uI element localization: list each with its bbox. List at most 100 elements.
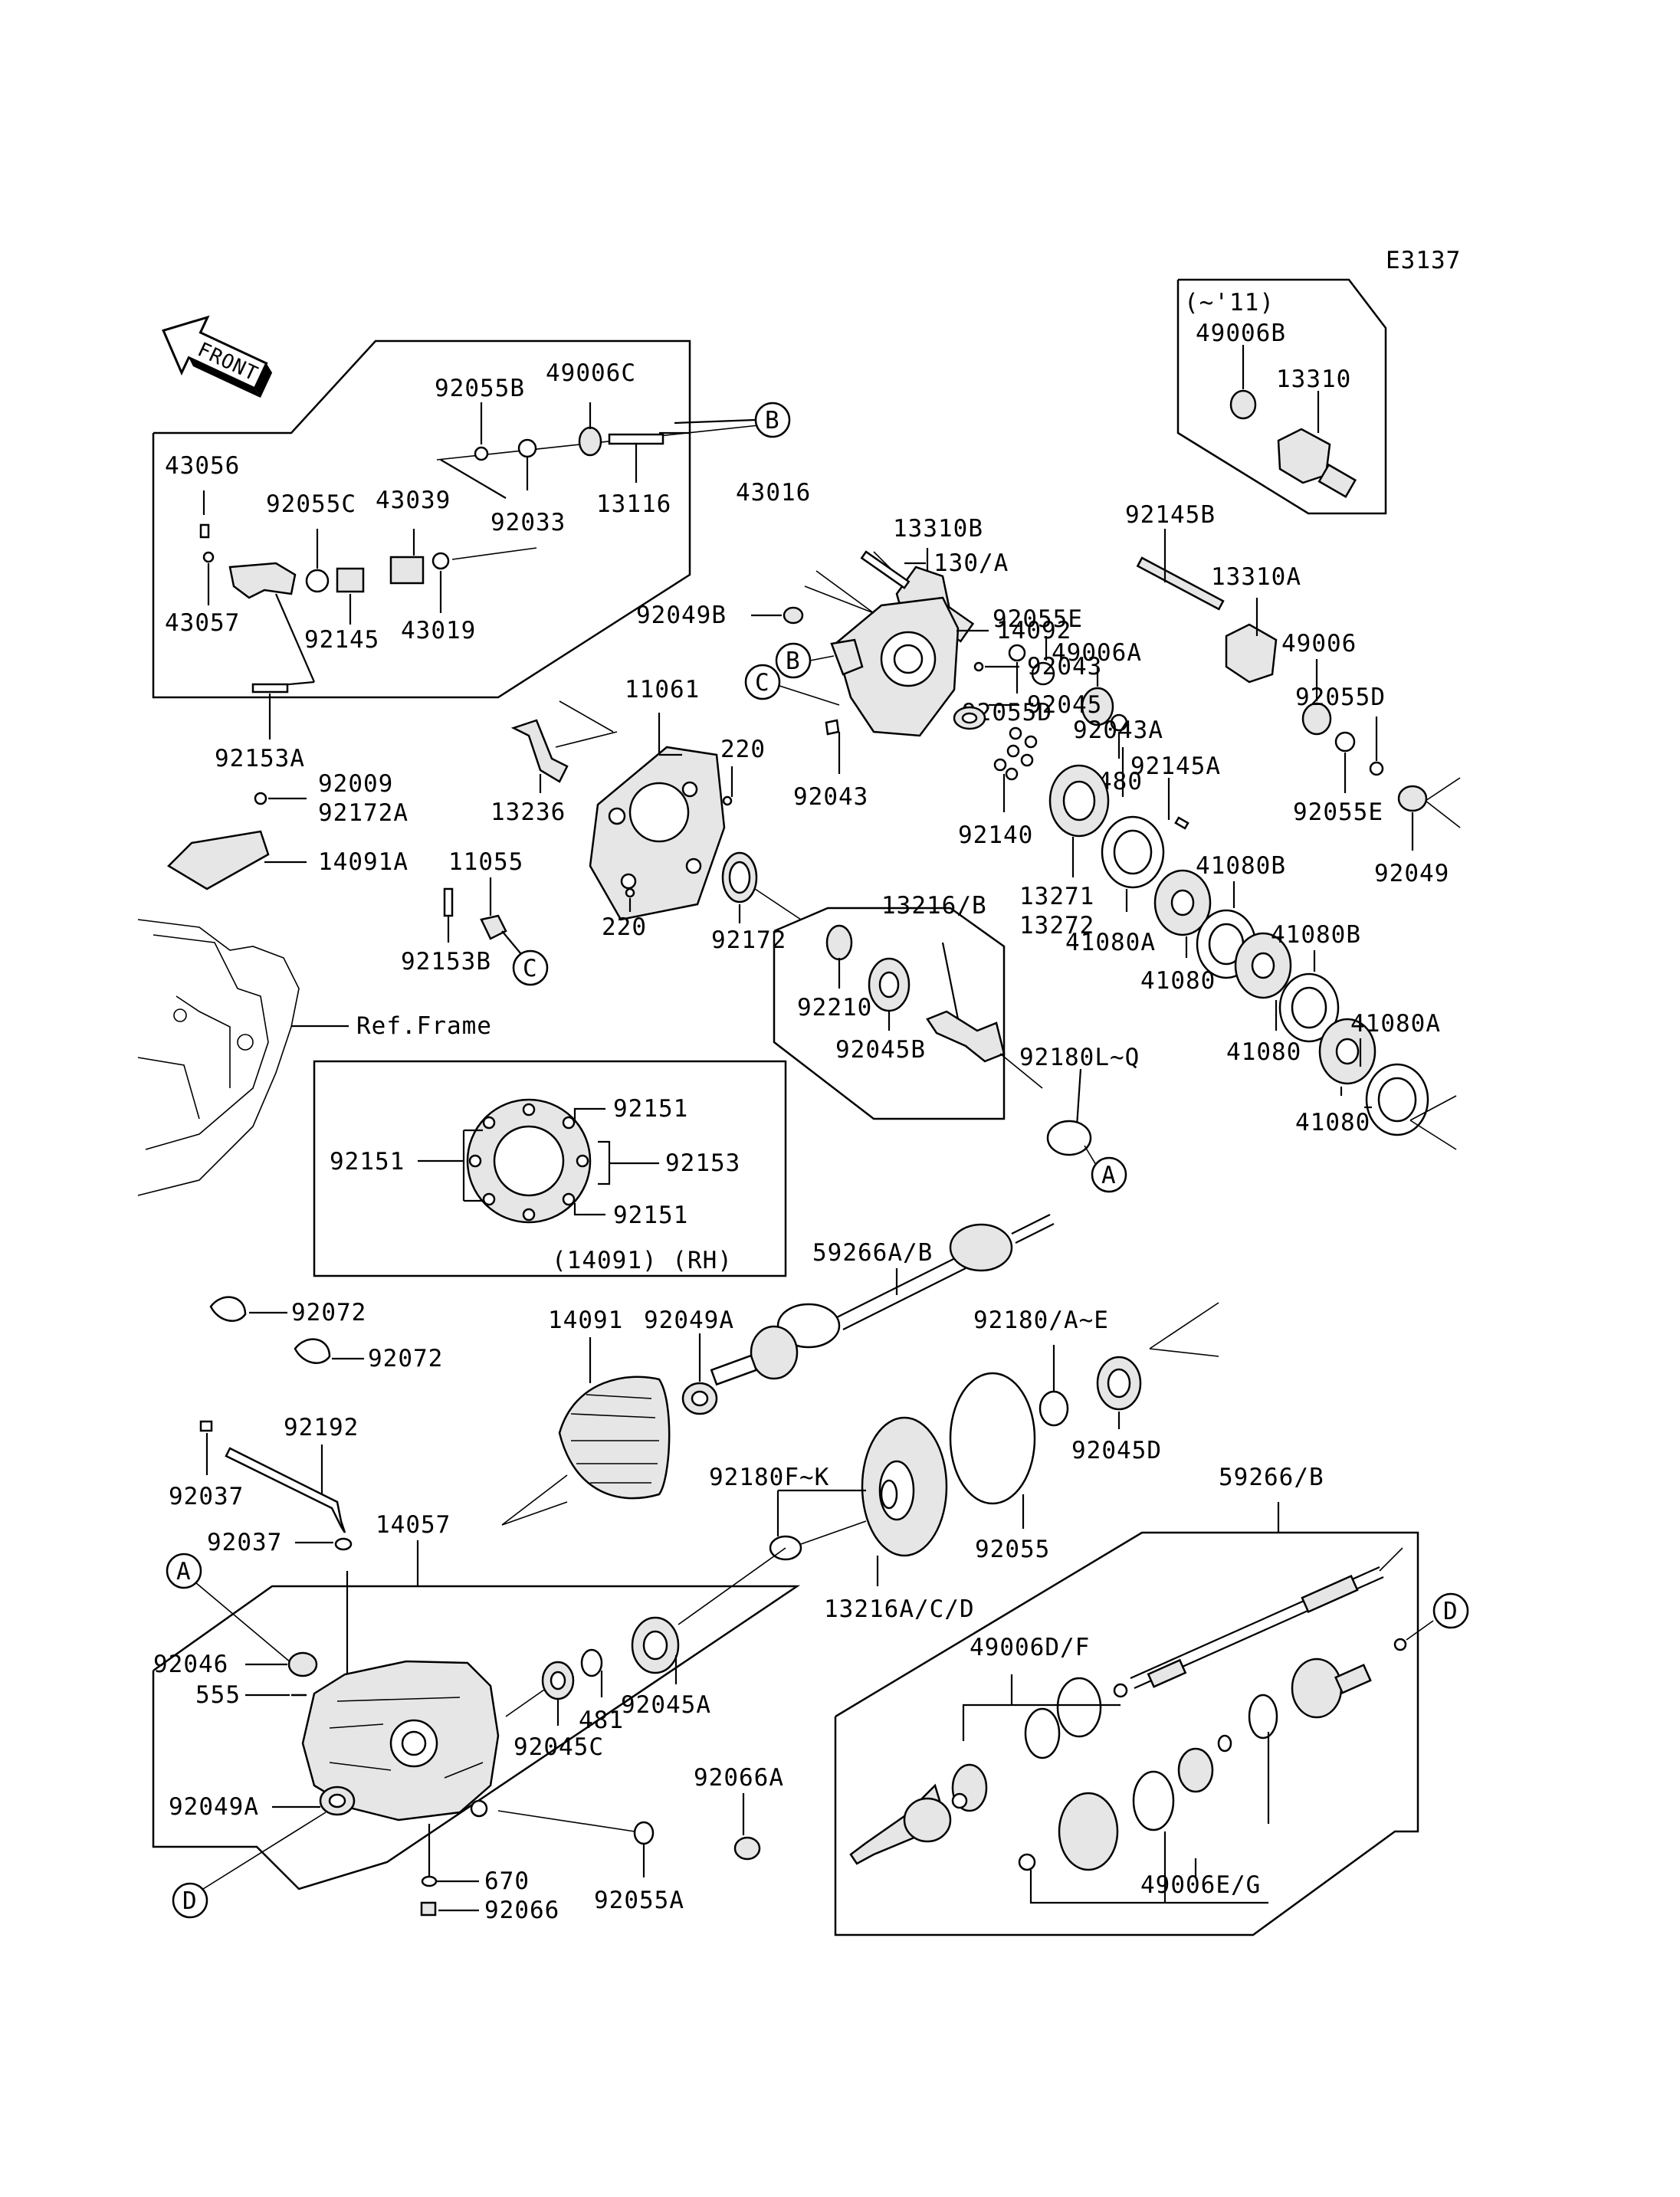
seal-92033 bbox=[517, 438, 537, 458]
label-13272: 13272 bbox=[1019, 912, 1094, 939]
pin-220-bot bbox=[625, 887, 635, 898]
yoke-13310a-icon bbox=[1225, 623, 1278, 684]
label-92153b: 92153B bbox=[401, 948, 491, 976]
label-92037-b: 92037 bbox=[207, 1529, 282, 1556]
label-92140: 92140 bbox=[958, 821, 1033, 849]
clamp-92072-b-icon bbox=[294, 1338, 331, 1364]
callout-c-left-label: C bbox=[523, 955, 538, 982]
label-92172a: 92172A bbox=[318, 799, 409, 827]
o-ring-92055b bbox=[474, 446, 489, 461]
o-ring-92055a bbox=[633, 1821, 655, 1845]
label-220-top: 220 bbox=[720, 736, 766, 763]
label-43016: 43016 bbox=[736, 479, 811, 507]
o-ring-92055d-top bbox=[1008, 644, 1026, 662]
label-92192: 92192 bbox=[284, 1414, 359, 1441]
label-92055c: 92055C bbox=[266, 490, 356, 518]
label-13310: 13310 bbox=[1276, 366, 1351, 393]
label-92043a: 92043A bbox=[1073, 716, 1163, 744]
inset-box-pre-2011 bbox=[1176, 278, 1387, 515]
label-13216acd: 13216A/C/D bbox=[824, 1595, 975, 1623]
label-14092: 14092 bbox=[996, 617, 1071, 644]
callout-d-left-label: D bbox=[182, 1887, 198, 1915]
label-92055: 92055 bbox=[975, 1536, 1050, 1563]
label-41080-2: 41080 bbox=[1226, 1038, 1301, 1066]
boot-49006df-icon bbox=[1024, 1677, 1102, 1759]
outer-joint-icon bbox=[849, 1763, 988, 1865]
label-92055e-r: 92055E bbox=[1293, 798, 1383, 826]
clip-49006df bbox=[1113, 1683, 1128, 1698]
label-13216b: 13216/B bbox=[881, 892, 987, 920]
cover-14091-rh-icon bbox=[466, 1098, 592, 1224]
spring-92145a bbox=[1174, 816, 1189, 830]
seal-92049 bbox=[1397, 785, 1428, 812]
o-ring-92055c bbox=[305, 569, 330, 593]
shaft-13236 bbox=[510, 719, 569, 783]
seal-49006c bbox=[578, 426, 602, 457]
label-41080-1: 41080 bbox=[1140, 967, 1216, 995]
label-59266b: 59266/B bbox=[1219, 1464, 1324, 1491]
callout-a-right-label: A bbox=[1101, 1162, 1117, 1189]
label-92145a: 92145A bbox=[1130, 753, 1221, 780]
label-43056: 43056 bbox=[165, 452, 240, 480]
pin-13116 bbox=[608, 433, 664, 445]
label-92049b: 92049B bbox=[636, 602, 727, 629]
boot-49006eg-icon bbox=[1058, 1694, 1278, 1871]
label-92046: 92046 bbox=[153, 1651, 228, 1678]
label-92153a: 92153A bbox=[215, 745, 305, 772]
label-43057: 43057 bbox=[165, 609, 240, 637]
guard-plate-14091a bbox=[166, 830, 270, 890]
bolt-43056 bbox=[199, 523, 210, 539]
o-ring-480 bbox=[1110, 713, 1128, 732]
seal-49006a bbox=[1081, 687, 1114, 726]
label-92145: 92145 bbox=[304, 626, 379, 654]
bolt-92153a bbox=[251, 683, 289, 694]
seal-92210 bbox=[825, 924, 853, 961]
label-49006c: 49006C bbox=[546, 359, 636, 387]
clip-92037-b bbox=[334, 1537, 353, 1551]
callout-a-left bbox=[166, 1553, 202, 1589]
washer-43057 bbox=[202, 551, 215, 563]
label-41080b-2: 41080B bbox=[1271, 921, 1361, 949]
rh-cover-box bbox=[313, 1060, 787, 1277]
label-92180fk: 92180F~K bbox=[709, 1464, 829, 1491]
seal-49006 bbox=[1301, 702, 1332, 736]
shim-92180lq bbox=[1046, 1120, 1092, 1156]
callout-d-right bbox=[1432, 1592, 1469, 1629]
label-130a: 130/A bbox=[934, 549, 1009, 577]
rh-box-caption: (14091) (RH) bbox=[552, 1247, 733, 1274]
label-92153: 92153 bbox=[665, 1149, 740, 1177]
label-92049a-bot: 92049A bbox=[169, 1793, 259, 1821]
label-92043-top: 92043 bbox=[1027, 653, 1102, 680]
seal-92049b bbox=[783, 606, 804, 625]
label-43039: 43039 bbox=[376, 487, 451, 514]
label-92055d-r: 92055D bbox=[1295, 684, 1386, 711]
label-555: 555 bbox=[195, 1681, 241, 1709]
main-case-14057-icon bbox=[301, 1660, 500, 1822]
ring-gear-13216-icon bbox=[861, 1416, 948, 1557]
plug-92066 bbox=[420, 1901, 437, 1917]
label-11055: 11055 bbox=[448, 848, 523, 876]
label-13310a: 13310A bbox=[1211, 563, 1301, 591]
label-14057: 14057 bbox=[376, 1511, 451, 1539]
label-92033: 92033 bbox=[491, 509, 566, 536]
label-92045d: 92045D bbox=[1071, 1437, 1162, 1464]
callout-c-housing-label: C bbox=[755, 669, 770, 697]
clutch-disc-41080-1-icon bbox=[1153, 869, 1212, 936]
callout-c-housing bbox=[744, 664, 781, 700]
label-11061: 11061 bbox=[625, 676, 700, 703]
group-box-43016 bbox=[152, 339, 691, 699]
shift-lever bbox=[228, 562, 297, 599]
group-box-59266b bbox=[834, 1531, 1419, 1936]
label-92210: 92210 bbox=[797, 994, 872, 1021]
o-ring-92055e-r bbox=[1334, 731, 1356, 753]
label-43019: 43019 bbox=[401, 617, 476, 644]
group-box-14057 bbox=[152, 1585, 801, 1890]
pin-92043-bot bbox=[825, 719, 840, 736]
label-41080-3: 41080 bbox=[1295, 1109, 1370, 1136]
axle-shaft-59266b-icon bbox=[1130, 1566, 1384, 1690]
pinion-gear-13216 bbox=[926, 1010, 1006, 1063]
label-670: 670 bbox=[484, 1867, 530, 1895]
balls-92140 bbox=[993, 726, 1038, 781]
o-ring-92055d-r bbox=[1369, 761, 1384, 776]
